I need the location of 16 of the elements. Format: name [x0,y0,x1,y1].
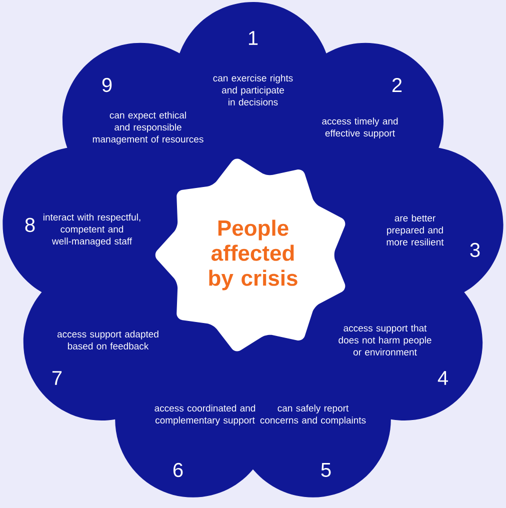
petal-number: 1 [248,31,258,45]
petal-label: access timely and effective support [322,118,398,138]
petal-number: 4 [438,371,448,385]
petal-number: 5 [321,463,331,477]
petal-label: access coordinated and complementary support [154,404,256,426]
petal-number: 3 [470,242,480,258]
petal-number: 7 [52,371,62,385]
petal-label: can safely report concerns and complaints [260,404,366,426]
petal-number: 9 [102,78,112,92]
petal-number: 2 [392,78,402,92]
petal-label: are better prepared and more resilient [386,214,444,246]
petal-label: interact with respectful, competent and well-managed staff [44,214,140,246]
petal-label: can expect ethical and responsible management of resources [92,112,204,144]
petal-number: 8 [25,218,35,232]
petal-label: can exercise rights and participate in decisions [213,74,293,106]
petal-number: 6 [173,462,183,478]
